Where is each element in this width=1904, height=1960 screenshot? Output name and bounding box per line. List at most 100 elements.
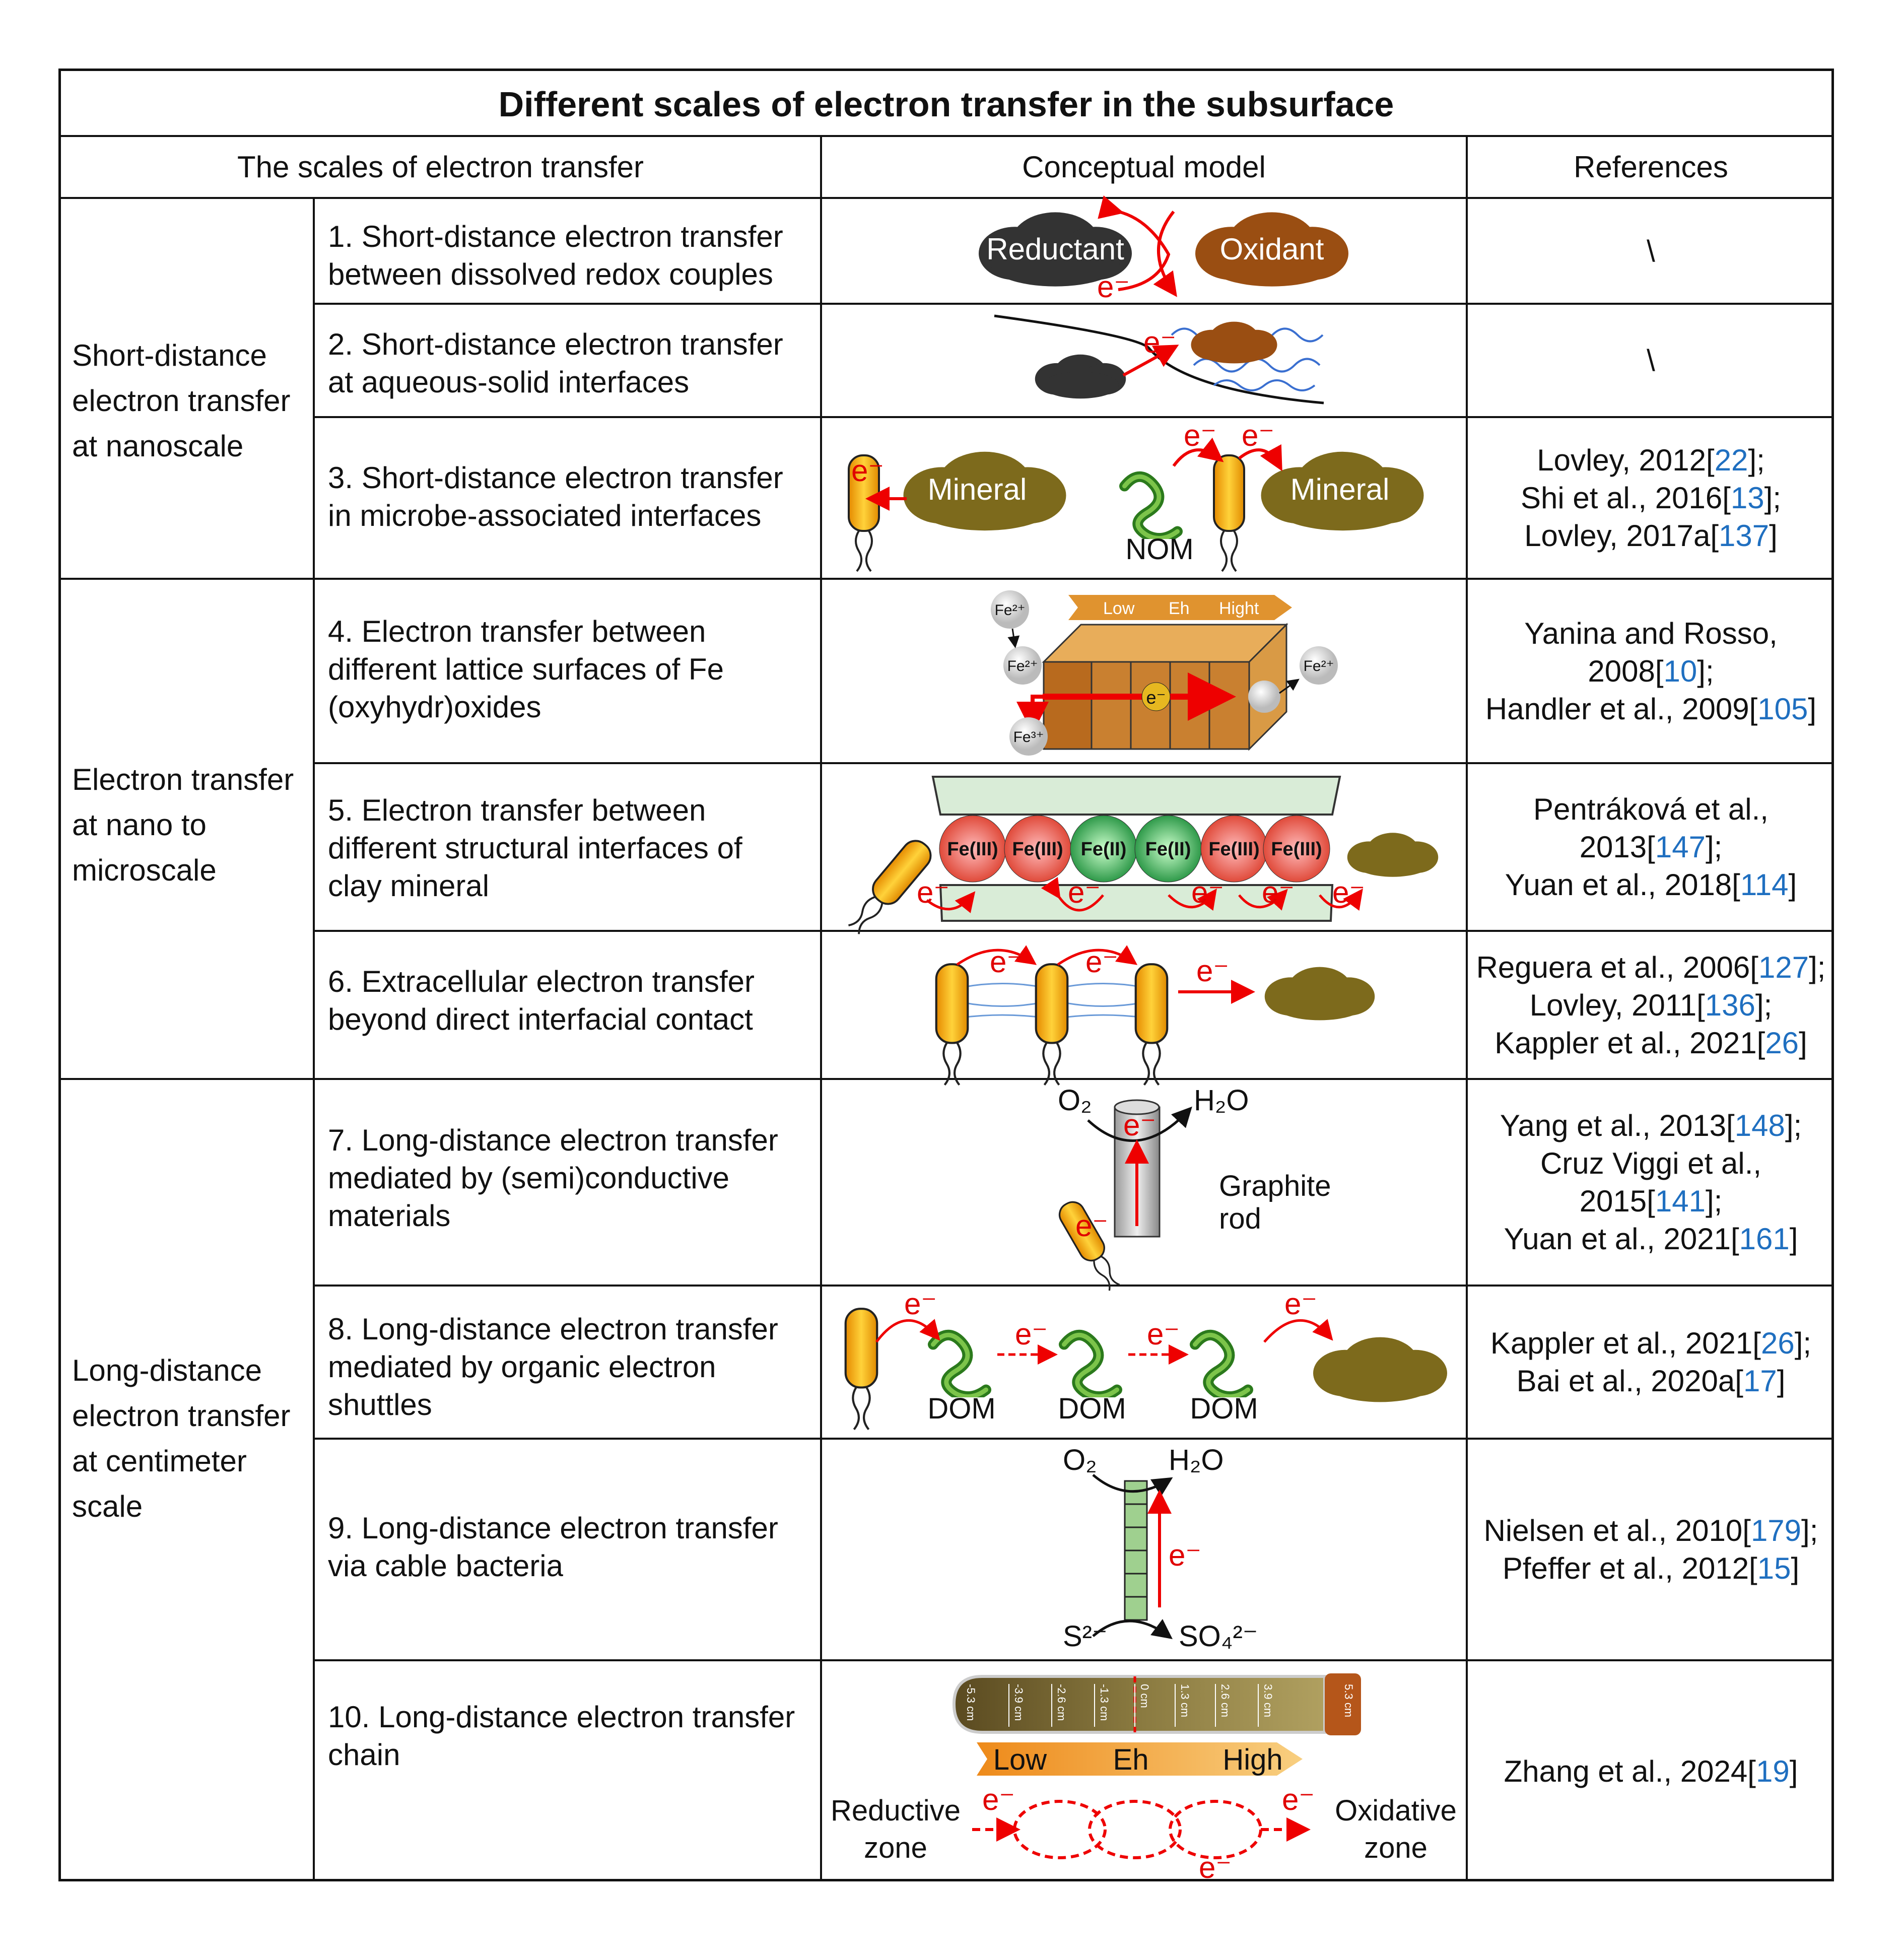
reference-line: \: [1647, 342, 1655, 379]
fe-iii-site: Fe(III): [947, 839, 998, 860]
row-2-refs: \: [1468, 305, 1834, 416]
group-centimeter: Long-distance electron transfer at centi…: [72, 1354, 291, 1523]
reference-link[interactable]: 19: [1755, 1754, 1790, 1788]
electron-label: e⁻: [1199, 1851, 1232, 1884]
row-7-refs: Yang et al., 2013[148];Cruz Viggi et al.…: [1468, 1080, 1834, 1285]
reference-text: 2015[: [1579, 1184, 1655, 1218]
reference-text: Kappler et al., 2021[: [1490, 1326, 1761, 1360]
rod-label: rod: [1219, 1202, 1261, 1235]
row-10-refs: Zhang et al., 2024[19]: [1468, 1661, 1834, 1881]
reference-text: 2013[: [1579, 830, 1655, 864]
ruler-tick-label: 1.3 cm: [1179, 1684, 1191, 1717]
reference-line: Lovley, 2011[136];: [1530, 986, 1772, 1024]
high-label: High: [1222, 1743, 1282, 1776]
row-3-refs: Lovley, 2012[22];Shi et al., 2016[13];Lo…: [1468, 418, 1834, 578]
reference-link[interactable]: 13: [1730, 481, 1764, 515]
dom-icon: [1195, 1335, 1248, 1396]
eh-label: Eh: [1113, 1743, 1149, 1776]
electron-label: e⁻: [1242, 419, 1274, 452]
bacterium-icon: [1214, 455, 1244, 571]
ruler-tick-label: 5.3 cm: [1342, 1684, 1355, 1717]
electron-label: e⁻: [1191, 875, 1224, 909]
row-6-desc: 6. Extracellular electron transfer beyon…: [328, 965, 755, 1036]
reference-text: Reguera et al., 2006[: [1476, 950, 1758, 984]
reference-link[interactable]: 17: [1743, 1364, 1777, 1398]
reductive-label: Reductive: [831, 1794, 961, 1827]
electron-label: e⁻: [990, 945, 1023, 979]
electron-label: e⁻: [1184, 419, 1216, 452]
ruler-tick-label: -2.6 cm: [1055, 1684, 1068, 1721]
divider: [314, 930, 1831, 932]
reference-line: Handler et al., 2009[105]: [1485, 690, 1816, 728]
reference-text: Pfeffer et al., 2012[: [1502, 1551, 1757, 1585]
reference-link[interactable]: 141: [1655, 1184, 1706, 1218]
row-6-refs: Reguera et al., 2006[127];Lovley, 2011[1…: [1468, 932, 1834, 1078]
reference-link[interactable]: 179: [1750, 1514, 1802, 1547]
scales-table: Different scales of electron transfer in…: [58, 69, 1834, 1884]
ruler-tick-label: -1.3 cm: [1098, 1684, 1111, 1721]
ruler-tick-label: -5.3 cm: [965, 1684, 977, 1721]
group-nanoscale: Short-distance electron transfer at nano…: [72, 339, 291, 463]
electron-label: e⁻: [1068, 875, 1101, 909]
reference-link[interactable]: 26: [1765, 1026, 1799, 1060]
reference-text: \: [1647, 234, 1655, 268]
reference-link[interactable]: 137: [1719, 519, 1770, 553]
divider: [61, 578, 1831, 580]
reference-link[interactable]: 114: [1740, 868, 1789, 902]
ruler-tick-label: 2.6 cm: [1219, 1684, 1232, 1717]
graphite-label: Graphite: [1219, 1170, 1331, 1202]
fe2-ion: Fe²⁺: [995, 602, 1026, 619]
row-4-desc: 4. Electron transfer between different l…: [328, 615, 724, 724]
zone-label: zone: [864, 1832, 927, 1864]
electron-label: e⁻: [904, 1287, 937, 1321]
tube-cap: [1325, 1673, 1361, 1735]
eh-arrow: [977, 1742, 1303, 1776]
reference-link[interactable]: 147: [1655, 830, 1706, 864]
reductant-label: Reductant: [986, 232, 1124, 266]
ruler-tick-label: -3.9 cm: [1012, 1684, 1025, 1721]
reference-link[interactable]: 10: [1663, 654, 1697, 688]
row-4-refs: Yanina and Rosso,2008[10];Handler et al.…: [1468, 580, 1834, 762]
row-9-refs: Nielsen et al., 2010[179];Pfeffer et al.…: [1468, 1440, 1834, 1659]
electron-label: e⁻: [982, 1783, 1015, 1816]
reference-text: 2008[: [1588, 654, 1664, 688]
divider: [314, 762, 1831, 764]
reference-line: Yanina and Rosso,: [1524, 615, 1778, 652]
reference-line: Yuan et al., 2021[161]: [1504, 1220, 1798, 1258]
reference-text: Yuan et al., 2018[: [1505, 868, 1740, 902]
reference-line: Lovley, 2017a[137]: [1524, 517, 1778, 555]
divider: [313, 197, 315, 1879]
reference-text: Lovley, 2012[: [1537, 443, 1715, 477]
cable-bacterium: [1124, 1480, 1148, 1621]
row-1-desc: 1. Short-distance electron transfer betw…: [328, 220, 783, 291]
reference-text: ];: [1755, 988, 1773, 1022]
reference-link[interactable]: 148: [1734, 1109, 1785, 1142]
divider: [314, 303, 1831, 305]
reference-line: 2013[147];: [1580, 828, 1723, 866]
reference-link[interactable]: 136: [1705, 988, 1755, 1022]
reference-link[interactable]: 22: [1714, 443, 1748, 477]
electron-label: e⁻: [1143, 325, 1176, 359]
bacterium-icon: [1036, 964, 1068, 1085]
fe-iii-site: Fe(III): [1271, 839, 1322, 860]
fe-iii-site: Fe(III): [1208, 839, 1259, 860]
low-label: Low: [993, 1743, 1048, 1776]
reference-text: ]: [1789, 1754, 1798, 1788]
mineral-label: Mineral: [1290, 472, 1390, 506]
electron-label: e⁻: [1075, 1209, 1108, 1243]
h2o-label: H₂O: [1194, 1084, 1249, 1117]
reference-text: ]: [1788, 868, 1797, 902]
zone-label: zone: [1364, 1832, 1427, 1864]
reference-link[interactable]: 105: [1757, 692, 1808, 726]
reference-line: Kappler et al., 2021[26]: [1494, 1024, 1807, 1062]
reference-text: \: [1647, 344, 1655, 377]
mineral-cloud: [1347, 833, 1439, 877]
reference-link[interactable]: 26: [1760, 1326, 1795, 1360]
reference-link[interactable]: 15: [1757, 1551, 1791, 1585]
reference-link[interactable]: 127: [1758, 950, 1809, 984]
reference-text: ]: [1791, 1551, 1800, 1585]
reference-line: Kappler et al., 2021[26];: [1490, 1324, 1811, 1362]
reference-text: ]: [1799, 1026, 1807, 1060]
reference-link[interactable]: 161: [1739, 1222, 1790, 1256]
row-7-desc: 7. Long-distance electron transfer media…: [328, 1123, 778, 1233]
